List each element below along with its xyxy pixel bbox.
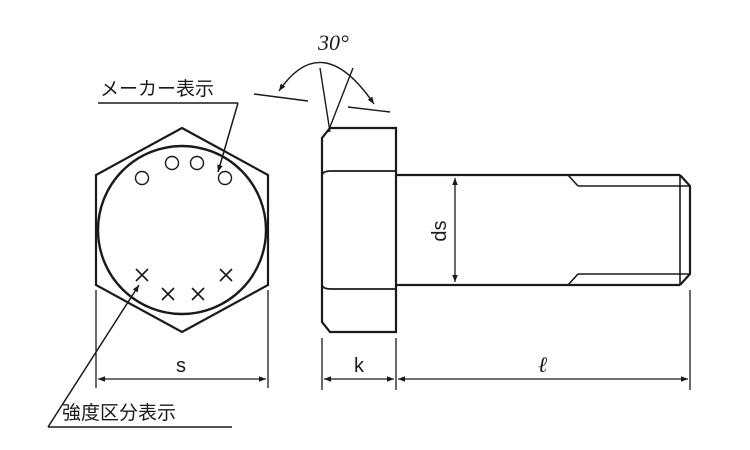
angle-label: 30° [317, 30, 349, 55]
dimension-s-label: s [176, 355, 186, 377]
dimension-k-length [321, 290, 691, 390]
hexagon-outline [94, 126, 270, 334]
head-face-lower [321, 283, 396, 290]
dimension-s [95, 290, 269, 388]
maker-mark-leader [98, 102, 239, 173]
strength-mark-label: 強度区分表示 [62, 402, 176, 424]
angle-indicator [253, 61, 391, 133]
strength-mark-leader [47, 284, 232, 428]
maker-mark-label: メーカー表示 [100, 78, 214, 100]
maker-mark-circles [134, 155, 233, 186]
strength-mark-crosses [135, 268, 233, 301]
dimension-ds-label: ds [429, 220, 451, 241]
head-outline [320, 126, 398, 334]
bolt-side-view [320, 126, 692, 334]
hex-head-end-view [94, 126, 270, 334]
dimension-k-label: k [354, 355, 365, 377]
dimension-length-label: ℓ [538, 352, 548, 377]
bearing-face-circle [96, 144, 268, 316]
bolt-end [679, 174, 692, 286]
head-face-upper [321, 170, 396, 177]
